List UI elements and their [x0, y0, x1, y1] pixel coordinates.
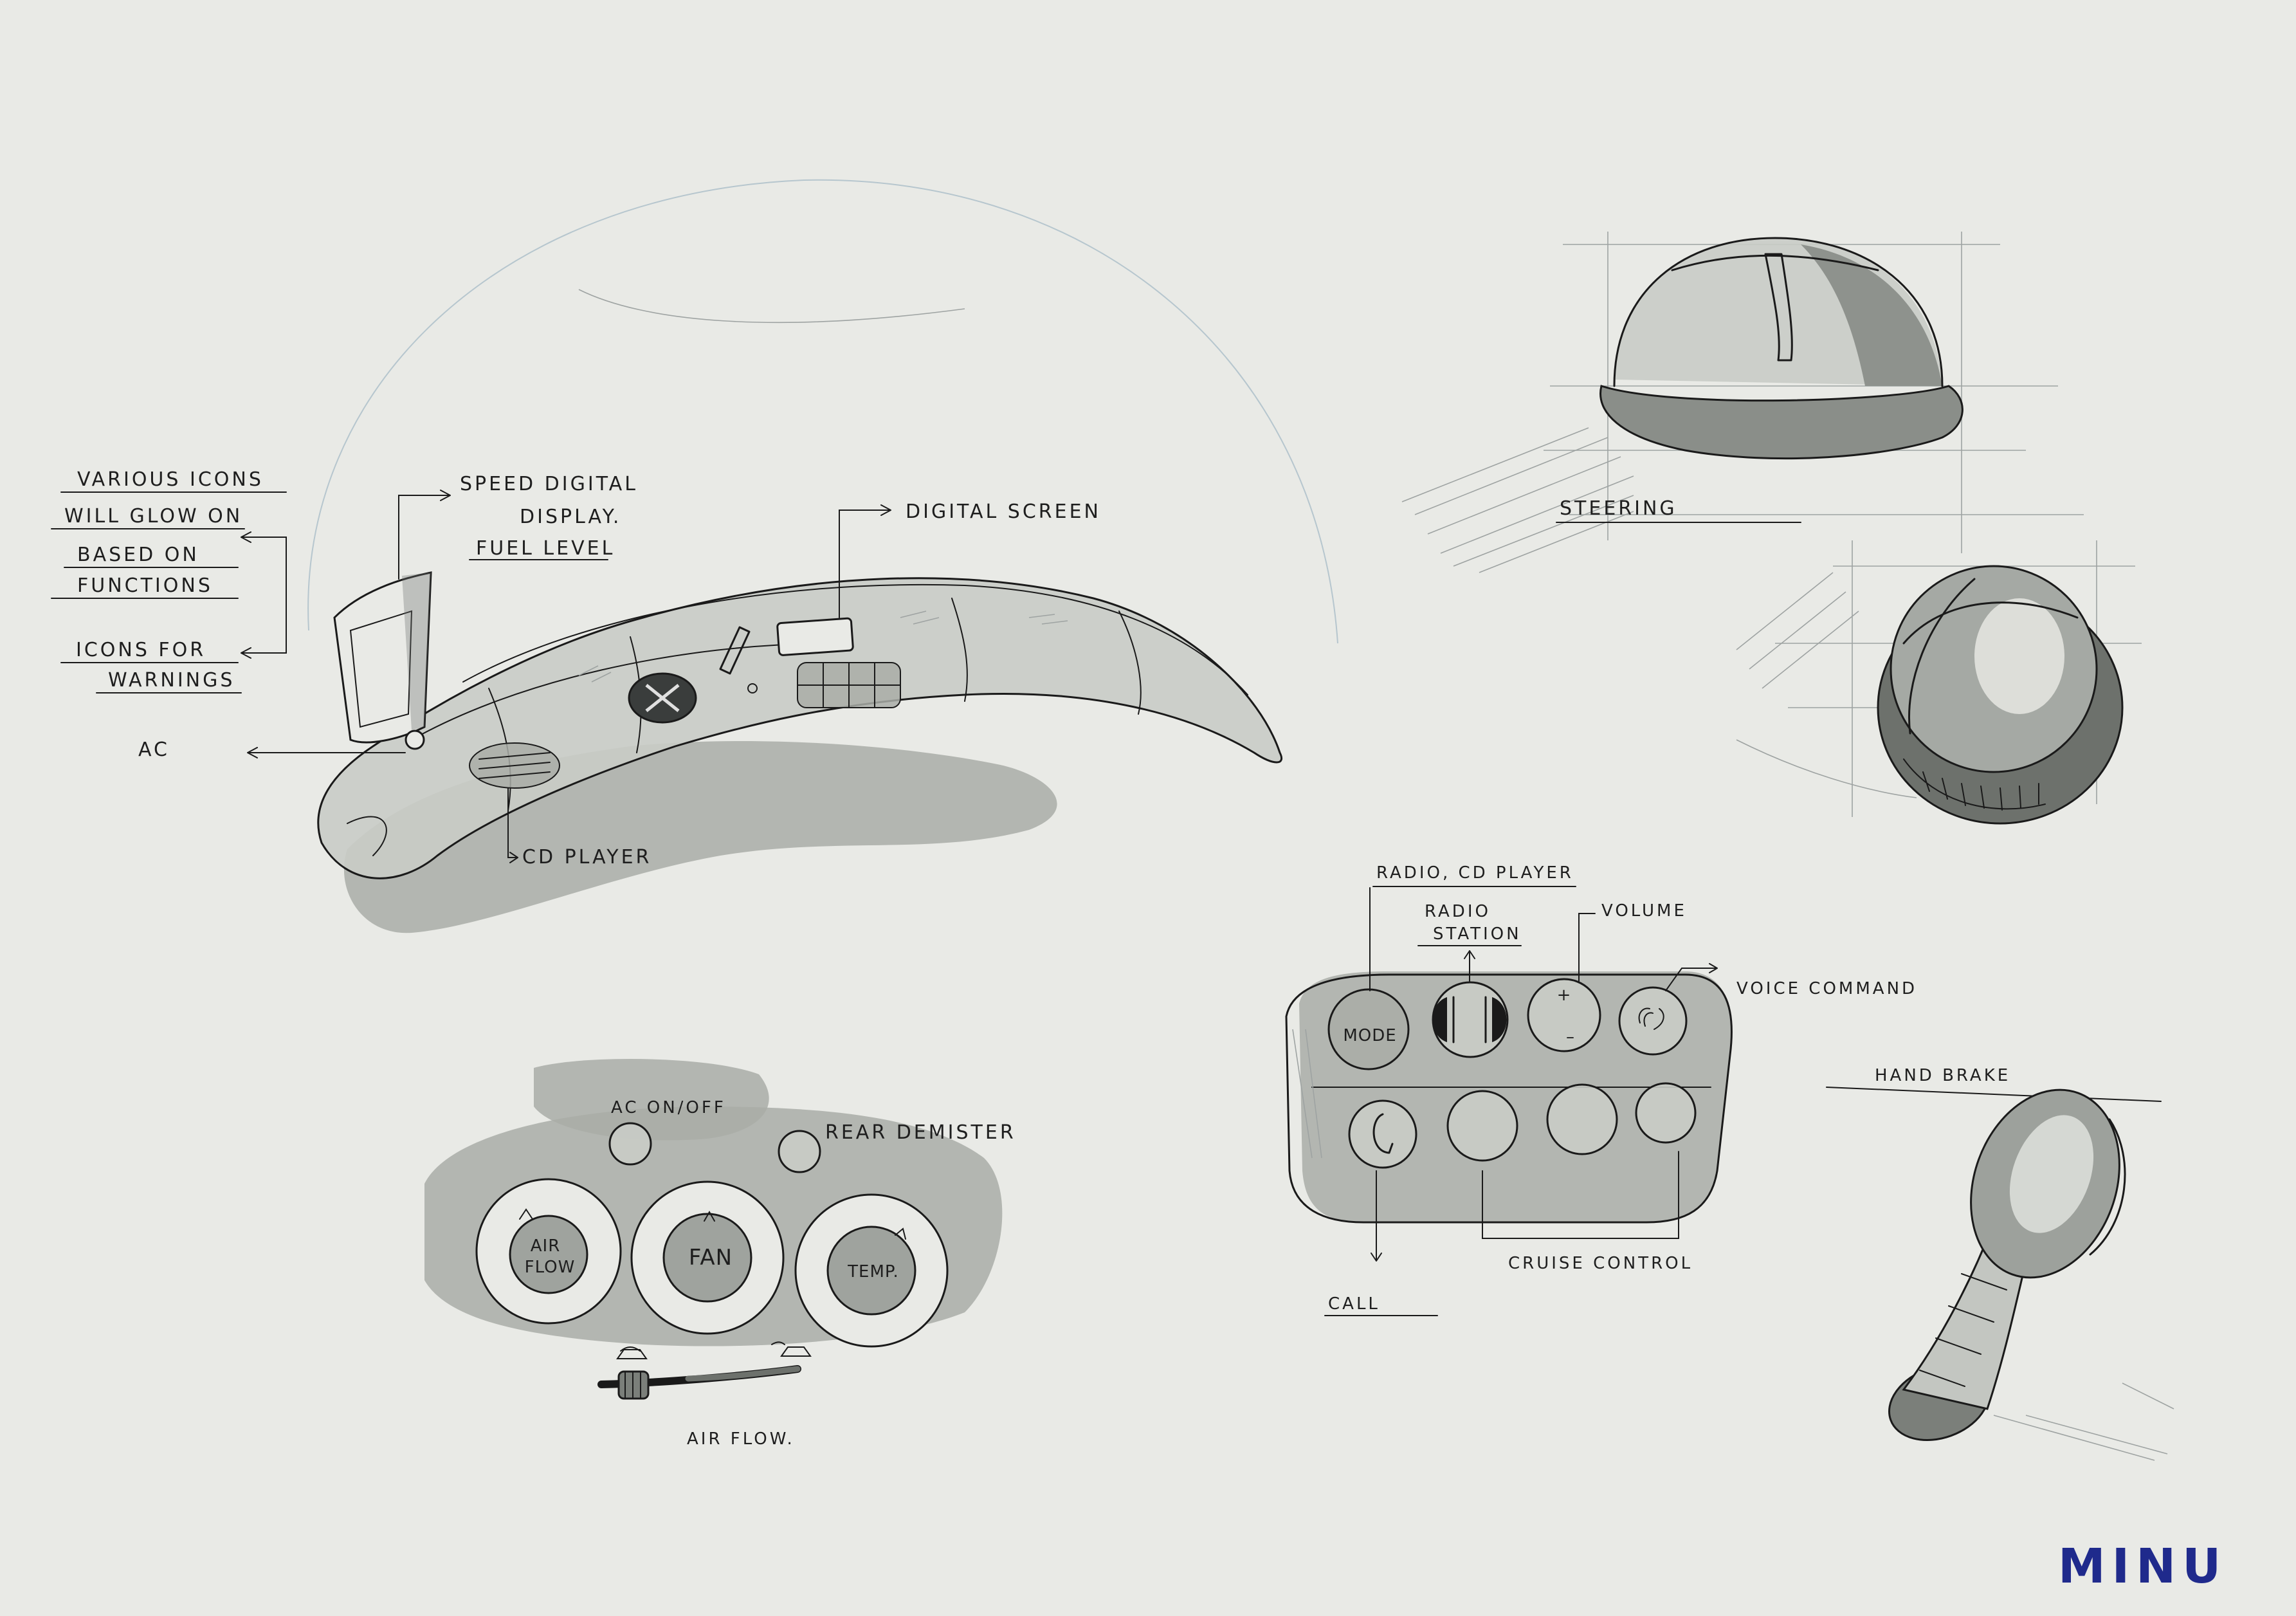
label-digital-screen: DIGITAL SCREEN: [906, 500, 1101, 523]
label-will-glow-on: WILL GLOW ON: [64, 505, 242, 528]
speed-digital-display: [334, 573, 431, 742]
label-voice-command: VOICE COMMAND: [1736, 979, 1917, 998]
label-station: STATION: [1433, 924, 1522, 944]
fan-knob[interactable]: FAN: [632, 1182, 783, 1334]
label-warnings: WARNINGS: [108, 669, 235, 692]
cruise-control-button-2[interactable]: [1547, 1085, 1617, 1154]
label-call: CALL: [1328, 1294, 1380, 1314]
air-flow-knob-label-2: FLOW: [525, 1258, 576, 1277]
radio-station-button[interactable]: [1433, 982, 1508, 1057]
label-speed-digital: SPEED DIGITAL: [460, 473, 638, 495]
call-button[interactable]: [1349, 1101, 1416, 1168]
vent-grid: [797, 663, 900, 708]
label-various-icons: VARIOUS ICONS: [77, 468, 264, 491]
volume-minus-label: –: [1566, 1027, 1575, 1047]
label-hand-brake: HAND BRAKE: [1875, 1066, 2010, 1085]
steering-control-pad: MODE + –: [1286, 971, 1731, 1222]
car-icon-recirculate: [617, 1347, 646, 1359]
temperature-knob[interactable]: TEMP.: [796, 1195, 947, 1346]
label-steering: STEERING: [1560, 497, 1677, 520]
label-cruise-control: CRUISE CONTROL: [1508, 1254, 1693, 1273]
cruise-control-button-1[interactable]: [1448, 1091, 1517, 1161]
mode-button-label: MODE: [1343, 1026, 1396, 1045]
label-radio: RADIO: [1425, 902, 1491, 921]
steering-ball-sketch: [1736, 540, 2142, 823]
temperature-knob-label: TEMP.: [847, 1262, 899, 1281]
volume-plus-label: +: [1557, 986, 1572, 1005]
artist-signature: MINU: [2058, 1539, 2227, 1594]
label-air-flow: AIR FLOW.: [687, 1429, 795, 1449]
cruise-control-button-3[interactable]: [1636, 1083, 1695, 1143]
label-cd-player: CD PLAYER: [522, 846, 651, 868]
label-display: DISPLAY.: [520, 506, 621, 528]
hand-brake-sketch: HAND BRAKE: [1827, 1066, 2174, 1460]
dashboard-sketch: [308, 180, 1338, 933]
label-ac-on-off: AC ON/OFF: [611, 1098, 726, 1117]
climate-control-panel: AC ON/OFF REAR DEMISTER AIR FLOW FAN TEM…: [424, 1059, 1016, 1449]
mode-button[interactable]: MODE: [1329, 989, 1408, 1069]
ac-vent: [406, 731, 424, 749]
digital-screen: [777, 618, 853, 656]
rear-demister-button[interactable]: [779, 1131, 820, 1172]
label-functions: FUNCTIONS: [77, 574, 213, 597]
label-ac: AC: [138, 739, 170, 761]
cd-player-slot: [469, 743, 560, 788]
label-fuel-level: FUEL LEVEL: [476, 537, 615, 560]
label-rear-demister: REAR DEMISTER: [825, 1121, 1016, 1144]
center-x-knob: [629, 674, 696, 722]
ac-on-off-button[interactable]: [610, 1123, 651, 1164]
air-flow-knob-label-1: AIR: [531, 1236, 561, 1256]
steering-dome-sketch: STEERING: [1402, 232, 2084, 573]
label-icons-for: ICONS FOR: [76, 639, 206, 661]
label-volume: VOLUME: [1601, 901, 1687, 921]
label-radio-cd-player: RADIO, CD PLAYER: [1376, 863, 1574, 883]
air-flow-knob[interactable]: AIR FLOW: [477, 1179, 621, 1323]
air-flow-slider[interactable]: [601, 1342, 810, 1399]
label-based-on: BASED ON: [77, 544, 199, 566]
fan-knob-label: FAN: [689, 1245, 733, 1271]
volume-button[interactable]: + –: [1528, 979, 1600, 1051]
voice-command-button[interactable]: [1619, 987, 1686, 1054]
